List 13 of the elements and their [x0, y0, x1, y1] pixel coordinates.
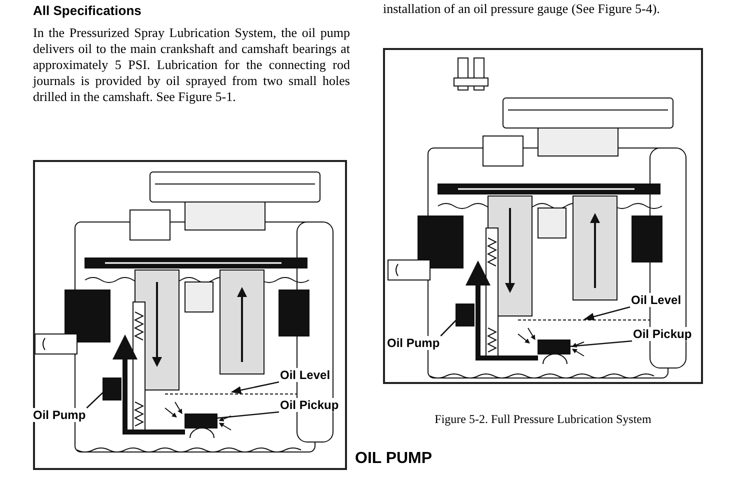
- callout-label: Oil Pickup: [632, 327, 693, 341]
- section-heading: All Specifications: [33, 3, 142, 19]
- leader-line: [584, 306, 630, 320]
- body-paragraph: In the Pressurized Spray Lubrication System, the oil pump delivers oil to the main crankshaft and camshaft bearings at approximately 5 PSI. Lubrication for the connecting rod journals is provided by oil sprayed from two small holes drilled in the camshaft. See Figure 5-1.: [33, 25, 350, 105]
- callout-label: Oil Pickup: [279, 398, 340, 412]
- section-heading: OIL PUMP: [355, 449, 434, 469]
- leader-line: [230, 381, 280, 394]
- callout-label: Oil Pump: [32, 408, 87, 422]
- figure-caption: Figure 5-2. Full Pressure Lubrication System: [434, 411, 652, 428]
- body-paragraph: installation of an oil pressure gauge (See Figure 5-4).: [383, 1, 661, 17]
- callout-label: Oil Level: [630, 293, 682, 307]
- callout-label: Oil Level: [279, 368, 332, 382]
- callout-label: Oil Pump: [386, 336, 441, 350]
